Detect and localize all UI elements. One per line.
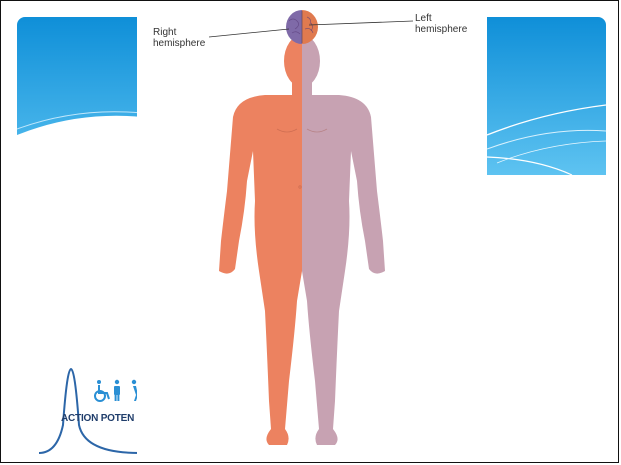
right-hemisphere-pointer xyxy=(209,29,289,37)
header-banner-left xyxy=(17,17,142,175)
wheelchair-icon xyxy=(95,380,109,401)
brain xyxy=(286,10,318,44)
left-hemisphere-pointer xyxy=(309,21,413,25)
action-potential-logo: ACTION POTEN xyxy=(39,365,139,457)
person-icon xyxy=(114,380,120,401)
right-hemisphere-label: Right hemisphere xyxy=(153,27,205,49)
logo-text: ACTION POTEN xyxy=(61,413,134,424)
left-hemisphere-label: Left hemisphere xyxy=(415,13,467,35)
body-left-side xyxy=(219,35,385,445)
hemisphere-body-diagram xyxy=(137,1,487,463)
header-banner-right xyxy=(487,17,606,175)
